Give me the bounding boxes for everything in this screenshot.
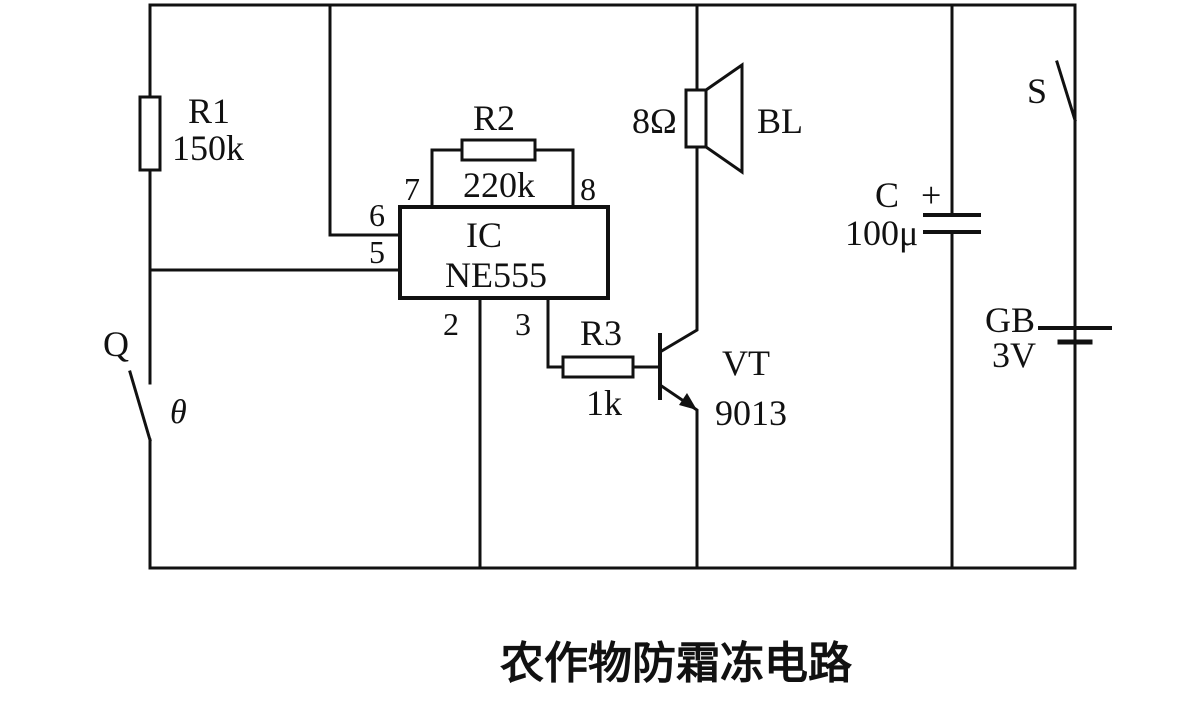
- r2-name-label: R2: [473, 98, 515, 138]
- ic-pin2-label: 2: [443, 306, 459, 342]
- r1-value-label: 150k: [172, 128, 244, 168]
- transistor-model-label: 9013: [715, 393, 787, 433]
- capacitor-polarity-label: +: [921, 175, 941, 215]
- transistor-symbol: [658, 333, 697, 410]
- thermo-switch-label: Q: [103, 324, 129, 364]
- ic-pin6-label: 6: [369, 197, 385, 233]
- thermo-switch-blade: [128, 370, 152, 442]
- transistor-name-label: VT: [722, 343, 770, 383]
- diagram-caption: 农作物防霜冻电路: [500, 638, 853, 689]
- ic-pin8-label: 8: [580, 171, 596, 207]
- ic-model-label: NE555: [445, 255, 547, 295]
- r2-resistor-body: [460, 138, 537, 162]
- battery-name-label: GB: [985, 300, 1035, 340]
- switch-s-label: S: [1027, 71, 1047, 111]
- r1-resistor-body: [138, 95, 162, 172]
- ic-pin3-label: 3: [515, 306, 531, 342]
- speaker-symbol: [684, 62, 744, 175]
- r2-value-label: 220k: [463, 165, 535, 205]
- capacitor-name-label: C: [875, 175, 899, 215]
- battery-symbol: [1038, 326, 1112, 345]
- r3-name-label: R3: [580, 313, 622, 353]
- capacitor-value-label: 100μ: [845, 213, 918, 253]
- r3-value-label: 1k: [586, 383, 622, 423]
- speaker-value-label: 8Ω: [632, 101, 677, 141]
- capacitor-symbol: [923, 213, 981, 234]
- ic-name-label: IC: [466, 215, 502, 255]
- r1-name-label: R1: [188, 91, 230, 131]
- circuit-wires: [148, 3, 1077, 570]
- ic-pin5-label: 5: [369, 234, 385, 270]
- battery-value-label: 3V: [992, 335, 1036, 375]
- ic-ne555-body: [398, 205, 610, 300]
- speaker-name-label: BL: [757, 101, 803, 141]
- ic-pin7-label: 7: [404, 171, 420, 207]
- thermo-switch-symbol: θ: [170, 394, 187, 431]
- r3-resistor-body: [561, 355, 635, 379]
- switch-s-blade: [1055, 60, 1077, 122]
